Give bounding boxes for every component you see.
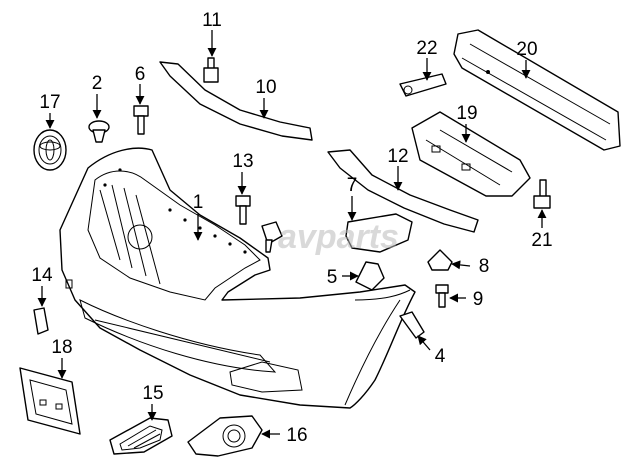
callout-7: 7 (347, 175, 358, 196)
tow-hook-cover (33, 307, 49, 335)
side-retainer (327, 149, 479, 233)
retainer-screw (261, 221, 283, 253)
callout-15: 15 (142, 383, 163, 404)
callout-17: 17 (39, 92, 60, 113)
callout-20: 20 (516, 39, 537, 60)
small-bracket (355, 261, 385, 291)
callout-18: 18 (51, 337, 72, 358)
clip (427, 249, 453, 271)
bumper-fastener-holes (103, 168, 247, 254)
watermark-text: avparts (278, 218, 399, 256)
bolt-9 (435, 284, 449, 308)
callout-6: 6 (135, 64, 146, 85)
license-bracket (19, 367, 81, 435)
callout-14: 14 (31, 265, 53, 286)
bumper-cover (59, 147, 416, 409)
impact-absorber (411, 111, 531, 197)
callout-4: 4 (435, 346, 446, 367)
callout-1: 1 (193, 192, 204, 213)
bolt-21 (533, 179, 551, 209)
emblem (33, 129, 67, 171)
bolt-6 (133, 105, 149, 135)
callout-11: 11 (202, 10, 222, 31)
push-clip-2 (88, 120, 110, 143)
fog-bezel-16 (187, 415, 263, 457)
callout-9: 9 (473, 289, 484, 310)
callout-10: 10 (255, 77, 276, 98)
callout-19: 19 (456, 103, 477, 124)
bolt-22 (399, 73, 447, 97)
reinforcement-bar (453, 29, 621, 151)
callout-8: 8 (479, 256, 490, 277)
callout-21: 21 (531, 230, 552, 251)
side-bracket (345, 213, 413, 253)
upper-retainer (159, 61, 313, 141)
bolt-13 (235, 195, 251, 225)
callout-22: 22 (416, 38, 437, 59)
leader-lines (37, 30, 547, 439)
callout-2: 2 (92, 73, 103, 94)
bolt-4 (399, 311, 425, 339)
fog-bezel-15 (109, 417, 173, 455)
callout-13: 13 (232, 151, 253, 172)
callout-16: 16 (286, 425, 307, 446)
bolt-11 (203, 57, 219, 83)
callout-labels: 1 2 4 5 6 7 8 9 10 11 12 13 14 15 16 17 … (31, 10, 552, 446)
callout-12: 12 (387, 146, 408, 167)
callout-5: 5 (327, 267, 338, 288)
